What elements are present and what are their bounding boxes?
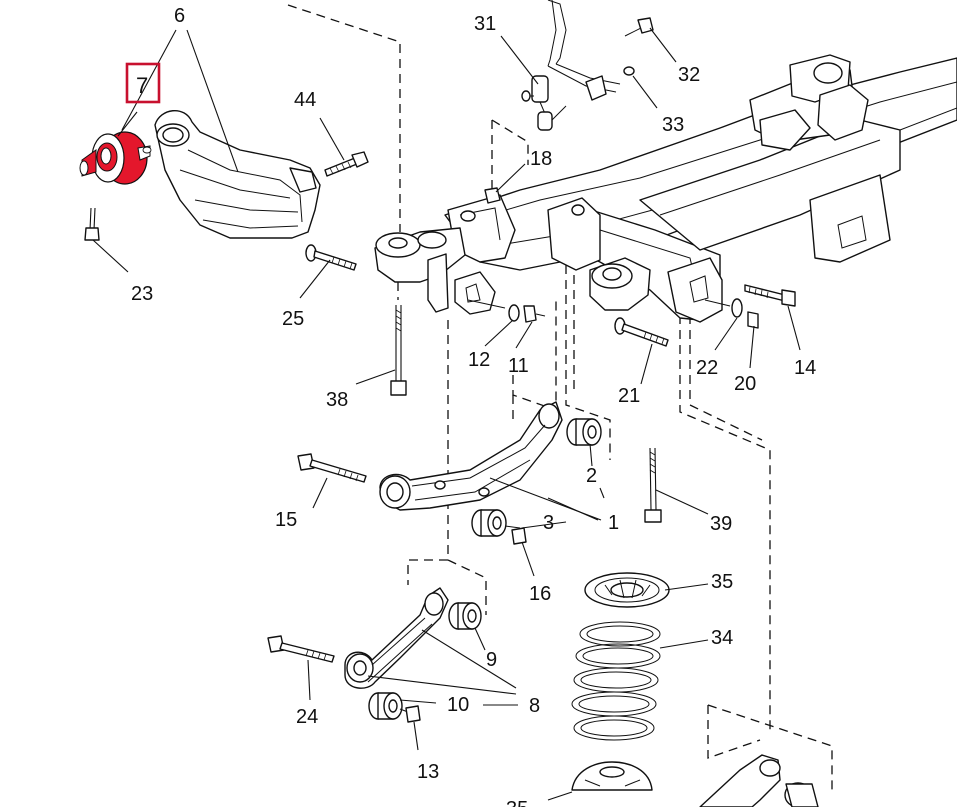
callout-31: 31 bbox=[474, 13, 496, 35]
washer-nut-bolt-14-20-22 bbox=[704, 284, 796, 329]
callout-6: 6 bbox=[174, 5, 185, 27]
spring-seat-upper bbox=[584, 572, 670, 608]
callout-20: 20 bbox=[734, 373, 756, 395]
subframe-bushing-left bbox=[374, 227, 466, 313]
washer-nut-11-12 bbox=[467, 299, 546, 323]
callout-16: 16 bbox=[529, 583, 551, 605]
callout-24: 24 bbox=[296, 706, 318, 728]
coil-spring bbox=[571, 621, 661, 741]
bolt-44 bbox=[324, 151, 369, 177]
callout-39: 39 bbox=[710, 513, 732, 535]
upper-control-arm bbox=[379, 401, 563, 511]
callout-15: 15 bbox=[275, 509, 297, 531]
lower-arm-bottom-right bbox=[699, 754, 819, 807]
callout-13: 13 bbox=[417, 761, 439, 783]
callout-11: 11 bbox=[508, 355, 529, 377]
callout-8: 8 bbox=[529, 695, 540, 717]
bolt-25 bbox=[305, 244, 357, 271]
spring-seat-lower bbox=[571, 761, 653, 791]
lower-link bbox=[344, 587, 449, 689]
bushing-9 bbox=[448, 602, 482, 630]
callout-38: 38 bbox=[326, 389, 348, 411]
callout-35-bottom: 35 bbox=[506, 798, 528, 807]
nut-16 bbox=[511, 527, 527, 545]
bushing-10 bbox=[368, 692, 409, 720]
bolt-15 bbox=[297, 453, 367, 483]
bolt-39 bbox=[644, 447, 662, 523]
stabilizer-bar-links bbox=[521, 0, 654, 131]
bolt-38 bbox=[390, 305, 407, 396]
callout-35-top: 35 bbox=[711, 571, 733, 593]
trailing-arm bbox=[154, 110, 321, 239]
callout-3: 3 bbox=[543, 512, 554, 534]
bushing-3 bbox=[471, 509, 521, 537]
bolt-23 bbox=[84, 207, 100, 241]
callout-22: 22 bbox=[696, 357, 718, 379]
callout-32: 32 bbox=[678, 64, 700, 86]
callout-23: 23 bbox=[131, 283, 153, 305]
callout-2: 2 bbox=[586, 465, 597, 487]
bushing-highlighted bbox=[79, 131, 152, 185]
callout-34: 34 bbox=[711, 627, 733, 649]
rear-subframe bbox=[444, 54, 957, 323]
nut-13 bbox=[405, 705, 421, 723]
callout-14: 14 bbox=[794, 357, 816, 379]
leader-lines bbox=[92, 27, 801, 801]
callout-12: 12 bbox=[468, 349, 490, 371]
callout-9: 9 bbox=[486, 649, 497, 671]
callout-44: 44 bbox=[294, 89, 316, 111]
callout-numbers: 6 7 44 23 25 38 31 32 33 18 12 11 21 22 … bbox=[131, 5, 816, 807]
bolt-21 bbox=[614, 317, 669, 347]
bushing-2 bbox=[566, 418, 602, 446]
callout-21: 21 bbox=[618, 385, 640, 407]
callout-1: 1 bbox=[608, 512, 619, 534]
bolt-24 bbox=[267, 635, 335, 663]
callout-33: 33 bbox=[662, 114, 684, 136]
highlight-box bbox=[125, 62, 161, 104]
callout-10: 10 bbox=[447, 694, 469, 716]
callout-18: 18 bbox=[530, 148, 552, 170]
callout-25: 25 bbox=[282, 308, 304, 330]
subframe-bushing-right bbox=[589, 257, 651, 311]
callout-7: 7 bbox=[136, 73, 148, 98]
